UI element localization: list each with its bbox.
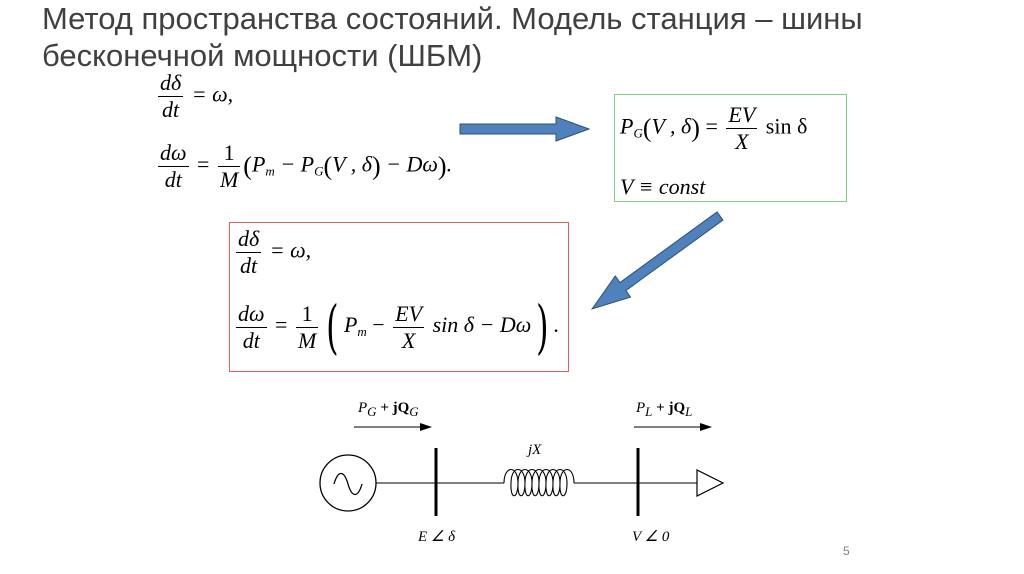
bus-1-voltage-label: E ∠ δ xyxy=(418,529,456,545)
equation-constant-voltage: V ≡ const xyxy=(620,174,706,199)
fraction-numerator: dω xyxy=(236,300,267,328)
bus-2-voltage-label: V ∠ 0 xyxy=(632,529,670,545)
sine-term: sin δ xyxy=(765,113,808,139)
fraction-denominator: M xyxy=(297,327,317,353)
title-line-1: Метод пространства состояний. Модель ста… xyxy=(42,1,863,36)
equation-speed-derivative: dω dt = 1 M (Pm − PG(V , δ) − Dω). xyxy=(155,140,452,193)
close-paren: ) xyxy=(437,151,447,181)
arrow-down-left-icon xyxy=(590,211,724,310)
title-line-2: бесконечной мощности (ШБМ) xyxy=(42,38,483,73)
sine-wave-icon xyxy=(333,472,363,496)
fraction-one-over-m: 1 M xyxy=(217,140,241,193)
fraction-numerator: dδ xyxy=(236,226,262,253)
arrowhead-icon xyxy=(700,423,712,431)
subscript: G xyxy=(409,404,419,419)
fraction-d-delta-dt: dδ dt xyxy=(236,226,262,279)
fraction-numerator: 1 xyxy=(217,140,241,167)
arrowhead-icon xyxy=(420,423,432,431)
fraction-ev-over-x: EV X xyxy=(726,102,758,155)
equation-speed-derivative-final: dω dt = 1 M (Pm − EV X sin δ − Dω). xyxy=(233,298,559,356)
fraction-numerator: EV xyxy=(393,300,425,328)
close-paren: ) xyxy=(691,113,700,143)
subscript-g: G xyxy=(314,163,324,179)
fraction-denominator: dt xyxy=(242,327,260,353)
red-formula-box xyxy=(229,222,569,372)
fraction-denominator: dt xyxy=(240,253,258,278)
subscript: L xyxy=(685,404,693,419)
green-formula-box xyxy=(614,94,847,202)
close-paren-inner: ) xyxy=(371,151,381,181)
fraction-denominator: dt xyxy=(162,97,180,122)
open-paren-inner: ( xyxy=(323,151,333,181)
equation-angle-derivative: dδ dt = ω, xyxy=(155,70,233,123)
inductor-icon xyxy=(503,468,575,497)
fraction-denominator: X xyxy=(735,129,749,154)
open-paren: ( xyxy=(243,151,252,181)
minus-sign: − xyxy=(372,312,385,338)
sine-damping-term: sin δ − Dω xyxy=(432,312,532,338)
fraction-ev-over-x: EV X xyxy=(393,300,425,354)
subscript: L xyxy=(645,404,653,419)
power-symbol: P xyxy=(358,400,368,416)
equals-sign: = xyxy=(275,312,288,338)
arrow-right-icon xyxy=(459,116,591,142)
fraction-d-omega-dt: dω dt xyxy=(236,301,267,354)
args-v-delta: V , δ xyxy=(651,113,692,139)
close-big-paren: ) xyxy=(536,293,549,361)
fraction-numerator: EV xyxy=(726,102,758,129)
fraction-numerator: dδ xyxy=(158,70,184,97)
page-number: 5 xyxy=(843,544,850,558)
equation-rhs: = ω, xyxy=(191,81,234,107)
open-big-paren: ( xyxy=(326,293,339,361)
equals-sign: = xyxy=(197,151,210,177)
reactive-term: + jQ xyxy=(376,400,410,416)
equation-rhs: = ω, xyxy=(269,237,312,263)
period: . xyxy=(553,312,560,338)
subscript-g: G xyxy=(633,125,643,141)
term-pm: P xyxy=(251,151,266,177)
fraction-d-omega-dt: dω dt xyxy=(158,140,189,193)
load-arrow-icon xyxy=(696,469,725,497)
fraction-denominator: X xyxy=(401,327,416,353)
fraction-denominator: M xyxy=(219,167,239,192)
fraction-numerator: dω xyxy=(158,140,189,167)
args-v-delta: V , δ xyxy=(332,151,372,177)
term-pm: P xyxy=(343,312,358,338)
term-damping: − Dω xyxy=(380,151,438,177)
subscript: G xyxy=(367,404,377,419)
fraction-one-over-m: 1 M xyxy=(295,301,319,354)
fraction-numerator: 1 xyxy=(295,301,319,328)
load-power-label: PL + jQL xyxy=(636,400,692,420)
equation-electrical-power: PG(V , δ) = EV X sin δ xyxy=(620,102,807,155)
generator-power-label: PG + jQG xyxy=(358,400,419,420)
term-pg: P xyxy=(620,113,634,139)
equals-sign: = xyxy=(705,113,718,139)
power-symbol: P xyxy=(636,400,646,416)
reactive-term: + jQ xyxy=(652,400,686,416)
slide-title: Метод пространства состояний. Модель ста… xyxy=(42,0,1002,74)
subscript-m: m xyxy=(265,163,275,179)
period: . xyxy=(446,151,453,177)
term-pg: − P xyxy=(274,151,315,177)
fraction-d-delta-dt: dδ dt xyxy=(158,70,184,123)
equation-angle-derivative-final: dδ dt = ω, xyxy=(233,226,311,279)
fraction-denominator: dt xyxy=(164,167,182,192)
open-paren: ( xyxy=(642,113,652,143)
subscript-m: m xyxy=(357,324,367,340)
reactance-label: jX xyxy=(528,442,542,458)
